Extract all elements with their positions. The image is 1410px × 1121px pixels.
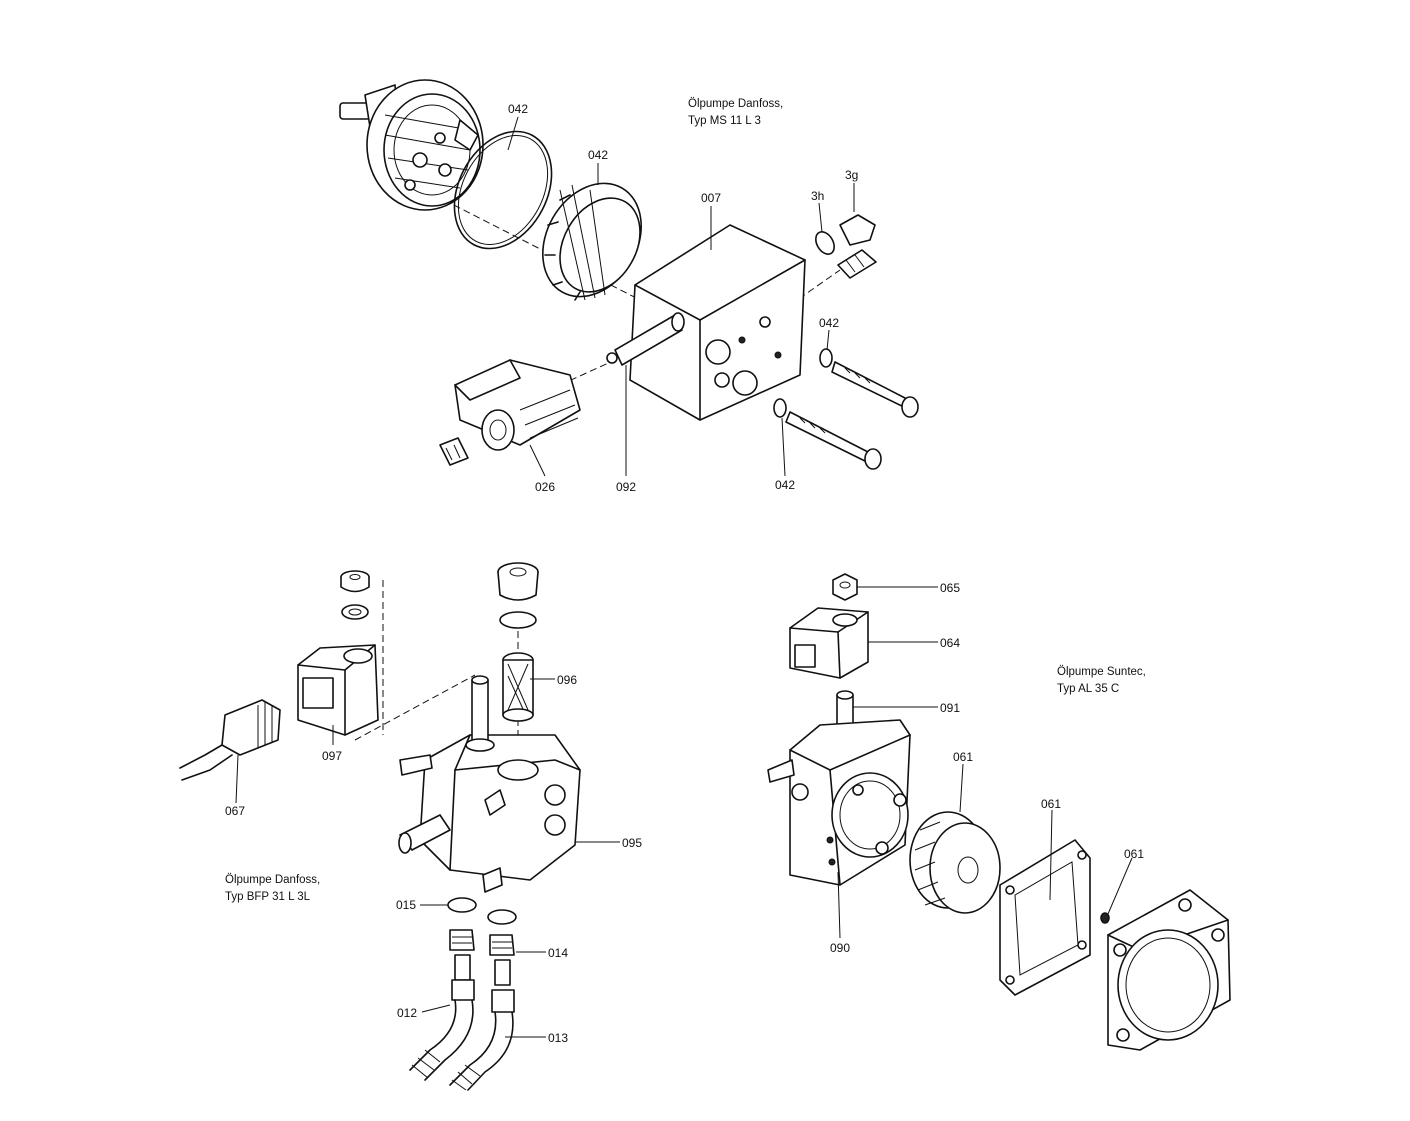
part-label: 026 <box>535 480 555 494</box>
part-label: 092 <box>616 480 636 494</box>
part-label: 061 <box>953 750 973 764</box>
pump-body <box>629 224 806 421</box>
part-label: 095 <box>622 836 642 850</box>
part-label: 014 <box>548 946 568 960</box>
pump-body <box>398 675 581 893</box>
part-label: 061 <box>1041 797 1061 811</box>
part-label: 013 <box>548 1031 568 1045</box>
part-label: 090 <box>830 941 850 955</box>
gear-filter <box>909 811 1001 914</box>
valve-stem <box>606 312 685 366</box>
part-label: 096 <box>557 673 577 687</box>
solenoid-coil <box>789 607 869 679</box>
part-label: 064 <box>940 636 960 650</box>
solenoid-coil <box>297 644 379 736</box>
o-ring-gasket <box>453 130 553 250</box>
cable-plug <box>179 699 281 781</box>
pump-al35c-assembly <box>767 573 1231 1051</box>
pump-bfp31-assembly <box>179 562 620 1091</box>
part-label: 061 <box>1124 847 1144 861</box>
hex-nut <box>832 573 858 601</box>
part-label: 065 <box>940 581 960 595</box>
pipe-fittings <box>409 897 517 1091</box>
screws <box>773 348 919 470</box>
caption-left-line1: Ölpumpe Danfoss, <box>225 874 320 886</box>
part-label: 097 <box>322 749 342 763</box>
solenoid-coil <box>439 359 581 466</box>
part-label: 012 <box>397 1006 417 1020</box>
filter-cartridge <box>497 562 539 722</box>
part-label: 091 <box>940 701 960 715</box>
part-label: 067 <box>225 804 245 818</box>
caption-right-line1: Ölpumpe Suntec, <box>1057 666 1146 678</box>
part-label: 015 <box>396 898 416 912</box>
pump-body <box>767 719 911 886</box>
part-label: 007 <box>701 191 721 205</box>
part-label: 042 <box>775 478 795 492</box>
coil-nut <box>340 570 370 620</box>
part-label: 042 <box>588 148 608 162</box>
cover-gasket <box>999 839 1091 996</box>
filter-ring <box>542 182 642 301</box>
pump-cover <box>1107 889 1231 1051</box>
pump-ms11-assembly <box>339 79 919 477</box>
caption-top-line1: Ölpumpe Danfoss, <box>688 98 783 110</box>
nozzle-fittings <box>815 214 877 279</box>
part-label: 042 <box>508 102 528 116</box>
motor-flange <box>339 79 484 211</box>
part-label: 042 <box>819 316 839 330</box>
caption-top-line2: Typ MS 11 L 3 <box>688 115 761 127</box>
caption-left-line2: Typ BFP 31 L 3L <box>225 891 311 903</box>
part-label: 3g <box>845 168 858 182</box>
part-label: 3h <box>811 189 824 203</box>
caption-right-line2: Typ AL 35 C <box>1057 683 1119 695</box>
